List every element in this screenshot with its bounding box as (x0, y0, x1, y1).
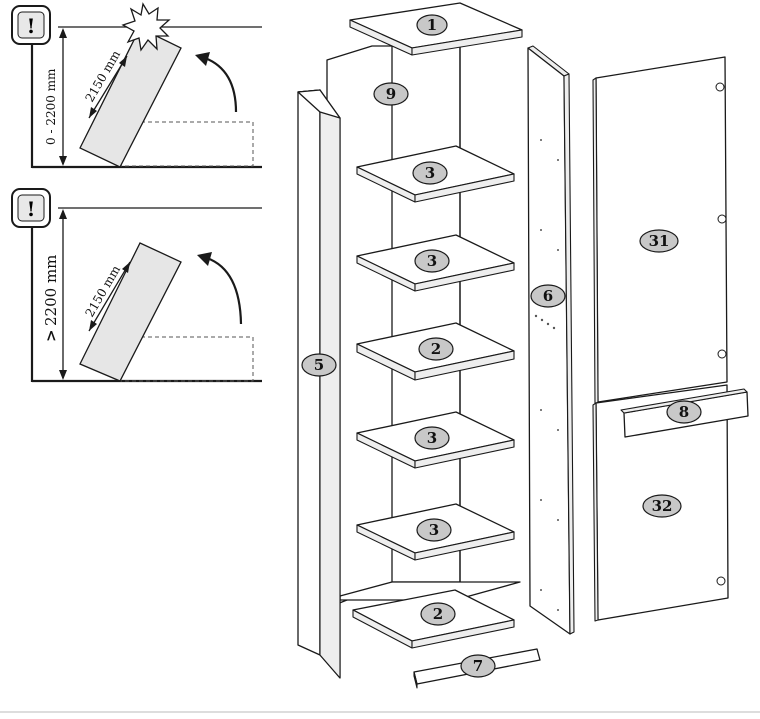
exploded-cabinet: 1 9 3 3 2 3 3 2 (297, 2, 749, 689)
tilt-ok-high-ceiling: ! > 2200 mm 2150 mm (11, 188, 262, 383)
svg-text:3: 3 (425, 164, 435, 182)
ceiling-min-symbol: > (42, 329, 60, 342)
svg-text:7: 7 (473, 657, 483, 675)
part-badge-left-side: 5 (301, 353, 337, 377)
right-side-panel (527, 45, 575, 635)
height-dimension: > 2200 mm (42, 209, 67, 380)
warning-icon: ! (11, 5, 51, 45)
part-badge-rail: 8 (666, 400, 702, 424)
ceiling-min-label: 2200 mm (42, 255, 60, 326)
left-side-panel (297, 89, 341, 679)
svg-text:32: 32 (652, 497, 673, 515)
svg-text:!: ! (27, 14, 36, 38)
svg-text:3: 3 (427, 252, 437, 270)
svg-text:1: 1 (427, 16, 437, 34)
part-badge-shelf-a: 3 (412, 161, 448, 185)
rotate-arrow-icon (204, 56, 238, 113)
svg-text:!: ! (27, 197, 36, 221)
part-badge-bottom-board: 2 (420, 602, 456, 626)
svg-text:31: 31 (649, 232, 670, 250)
part-badge-back-panel: 9 (373, 82, 409, 106)
part-badge-plinth: 7 (460, 654, 496, 678)
part-badge-right-side: 6 (530, 284, 566, 308)
part-badge-shelf-d: 3 (416, 518, 452, 542)
svg-text:3: 3 (429, 521, 439, 539)
cabinet-outline (119, 336, 254, 382)
part-badge-upper-door: 31 (639, 229, 679, 253)
part-badge-shelf-c: 3 (414, 426, 450, 450)
part-badge-lower-door: 32 (642, 494, 682, 518)
svg-text:6: 6 (543, 287, 553, 305)
part-badge-top-board: 1 (416, 14, 448, 36)
rotate-arrow-icon (206, 256, 243, 325)
svg-text:2: 2 (433, 605, 443, 623)
tilted-cabinet (79, 242, 182, 382)
svg-text:2: 2 (431, 340, 441, 358)
tilt-warning-low-ceiling: ! 0 - 2200 mm 2150 mm (11, 2, 262, 169)
svg-text:3: 3 (427, 429, 437, 447)
part-badge-fixed-shelf: 2 (418, 337, 454, 361)
svg-text:5: 5 (314, 356, 324, 374)
part-badge-shelf-b: 3 (414, 249, 450, 273)
collision-icon (121, 2, 171, 52)
warning-icon: ! (11, 188, 51, 228)
svg-text:8: 8 (679, 403, 689, 421)
height-dimension: 0 - 2200 mm (44, 28, 67, 166)
svg-text:9: 9 (386, 85, 396, 103)
ceiling-range-label: 0 - 2200 mm (44, 68, 58, 145)
